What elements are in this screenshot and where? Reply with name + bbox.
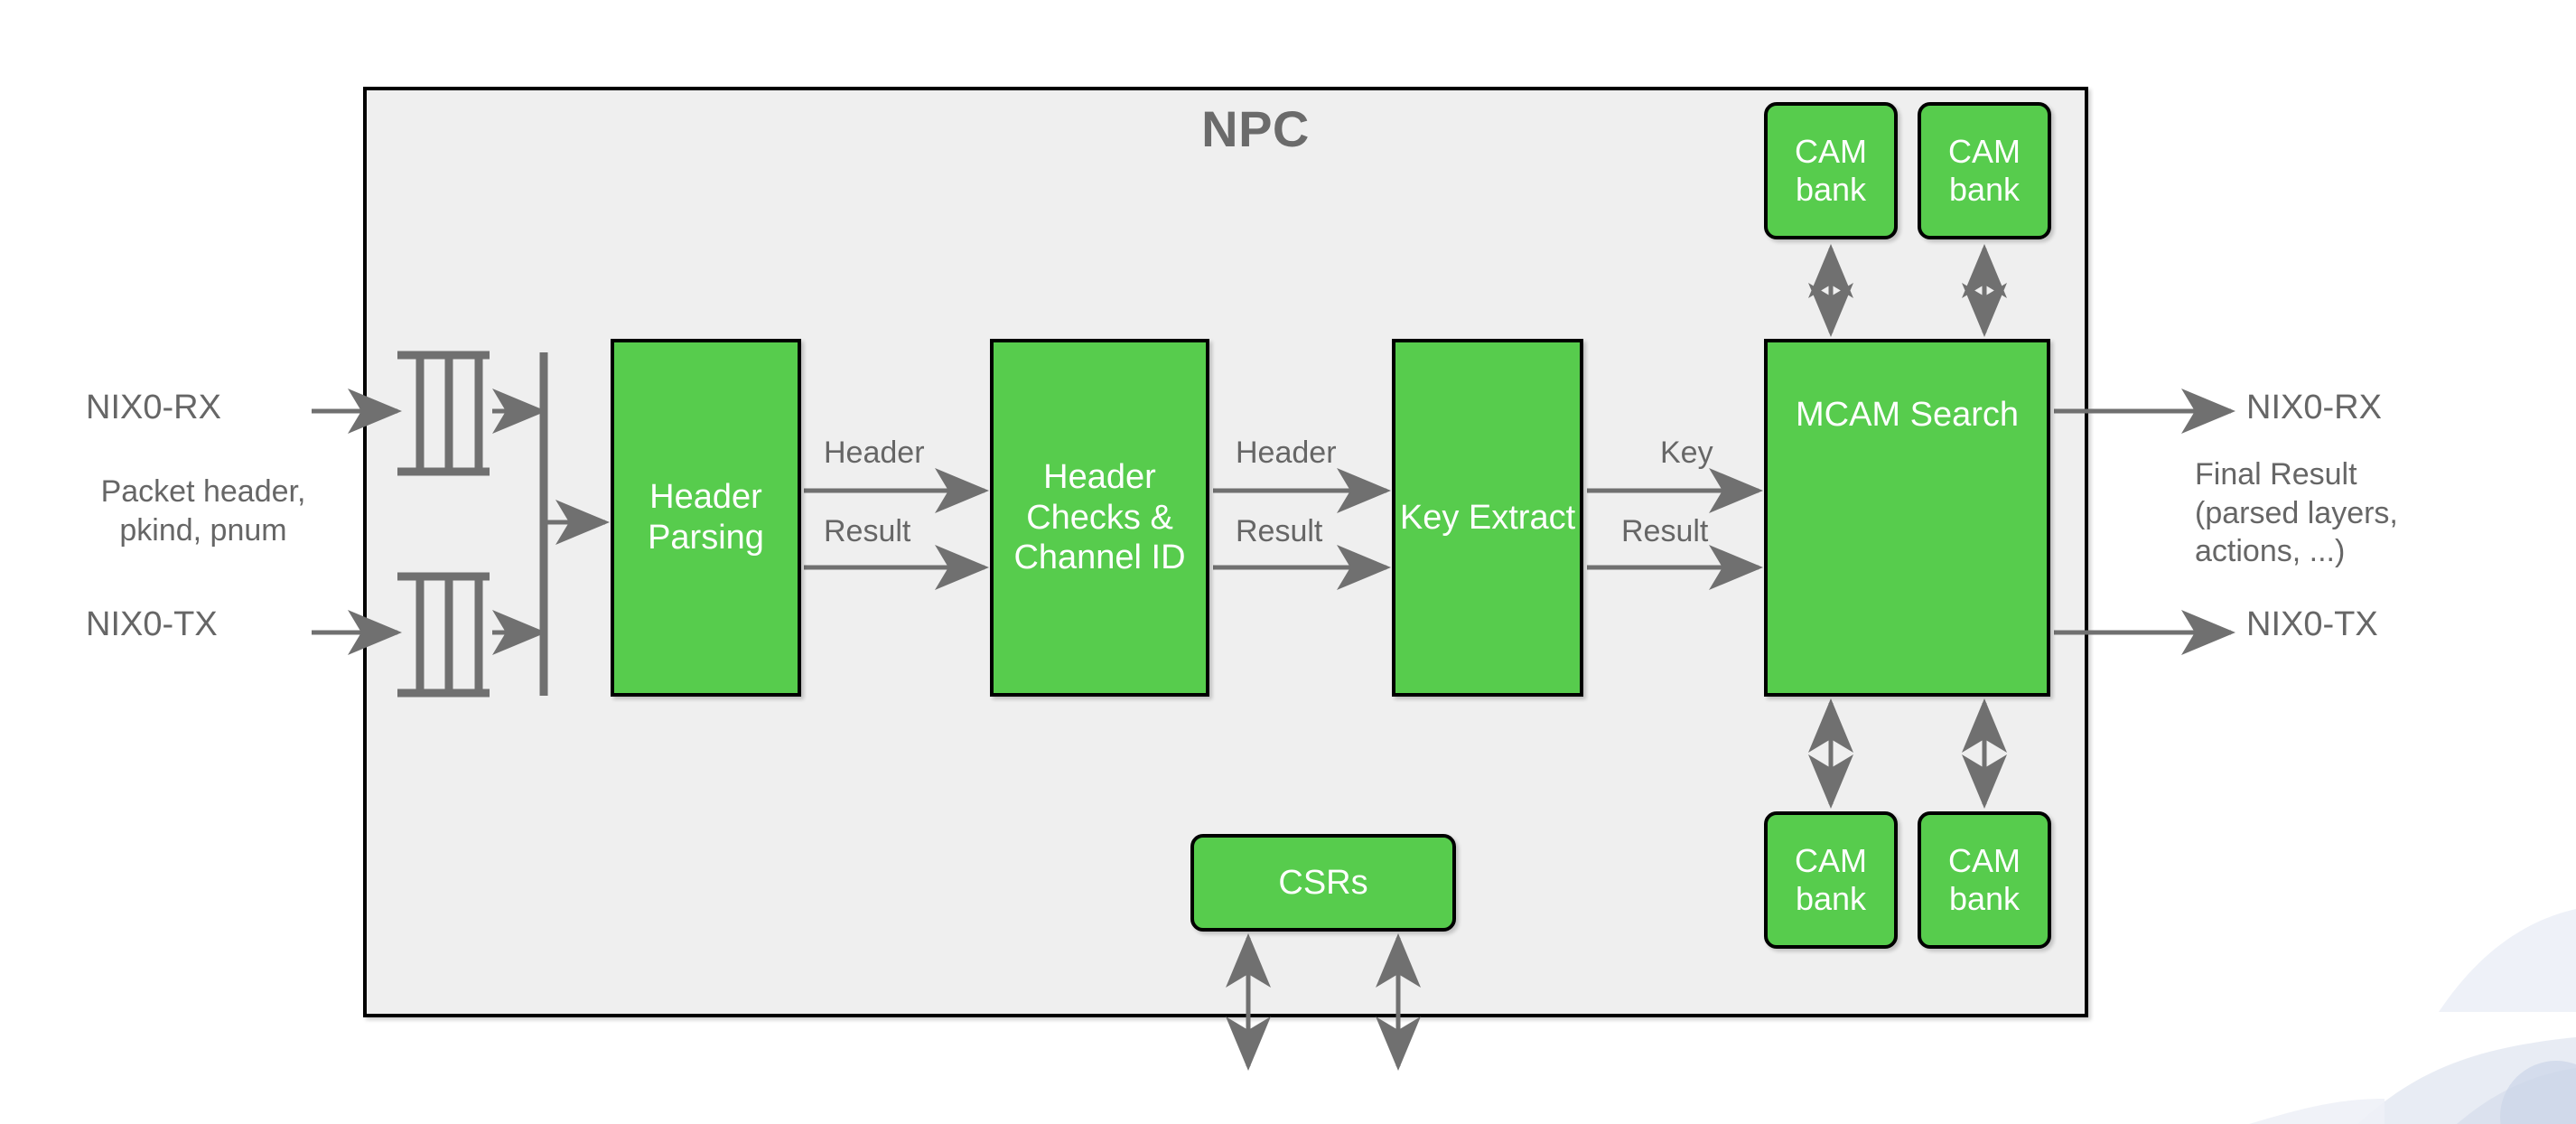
edge-label-key: Key <box>1660 436 1713 470</box>
output-label-nix0-tx: NIX0-TX <box>2246 605 2378 643</box>
block-cam-bank-bottom-left[interactable]: CAM bank <box>1764 811 1898 949</box>
corner-decoration <box>2249 1037 2576 1124</box>
page-title: NPC <box>1201 100 1310 157</box>
input-label-nix0-tx: NIX0-TX <box>86 605 218 643</box>
edge-label-result-2: Result <box>1236 514 1323 548</box>
block-cam-bank-bottom-right[interactable]: CAM bank <box>1918 811 2051 949</box>
block-header-checks-channel-id[interactable]: Header Checks & Channel ID <box>990 339 1209 697</box>
edge-label-result-3: Result <box>1621 514 1709 548</box>
block-csrs[interactable]: CSRs <box>1190 834 1456 932</box>
block-cam-bank-top-left[interactable]: CAM bank <box>1764 102 1898 239</box>
corner-decoration-top <box>2439 909 2576 1012</box>
output-label-nix0-rx: NIX0-RX <box>2246 389 2382 426</box>
block-header-parsing[interactable]: Header Parsing <box>611 339 801 697</box>
input-description: Packet header, pkind, pnum <box>100 474 306 548</box>
block-key-extract[interactable]: Key Extract <box>1392 339 1583 697</box>
edge-label-header-1: Header <box>824 436 925 470</box>
edge-label-result-1: Result <box>824 514 911 548</box>
input-label-nix0-rx: NIX0-RX <box>86 389 221 426</box>
block-cam-bank-top-right[interactable]: CAM bank <box>1918 102 2051 239</box>
block-mcam-search[interactable]: MCAM Search <box>1764 339 2050 697</box>
edge-label-header-2: Header <box>1236 436 1337 470</box>
output-description: Final Result (parsed layers, actions, ..… <box>2195 457 2398 568</box>
